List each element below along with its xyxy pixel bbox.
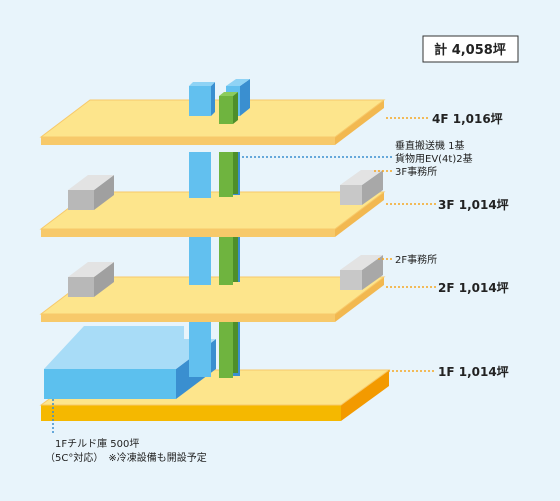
label-1f: 1F 1,014坪 — [438, 365, 509, 379]
office-2f-left — [68, 262, 114, 297]
lift-label-1: 垂直搬送機 1基 — [395, 139, 465, 152]
shafts-1f — [189, 321, 240, 378]
office-2f-right — [340, 255, 383, 290]
leader-lines — [374, 117, 436, 372]
office-3f-right — [340, 170, 383, 205]
total-badge: 計 4,058坪 — [422, 35, 519, 63]
lift-label-2: 貨物用EV(4t)2基 — [395, 152, 473, 165]
shafts-roof — [189, 79, 250, 124]
chilled-label-1: 1Fチルド庫 500坪 — [55, 437, 139, 450]
label-2f: 2F 1,014坪 — [438, 281, 509, 295]
total-label: 計 4,058坪 — [434, 42, 506, 58]
shafts-2f — [189, 237, 240, 285]
label-4f: 4F 1,016坪 — [432, 112, 503, 126]
shafts-3f — [189, 152, 240, 198]
label-3f: 3F 1,014坪 — [438, 198, 509, 212]
office-3f-left — [68, 175, 114, 210]
floor-4f — [39, 99, 386, 145]
floor-2f — [39, 276, 386, 322]
office-3f-label: 3F事務所 — [395, 165, 437, 178]
office-2f-label: 2F事務所 — [395, 253, 437, 266]
floor-3f — [39, 191, 386, 237]
chilled-label-2: （5C°対応） ※冷凍設備も開設予定 — [45, 451, 207, 464]
